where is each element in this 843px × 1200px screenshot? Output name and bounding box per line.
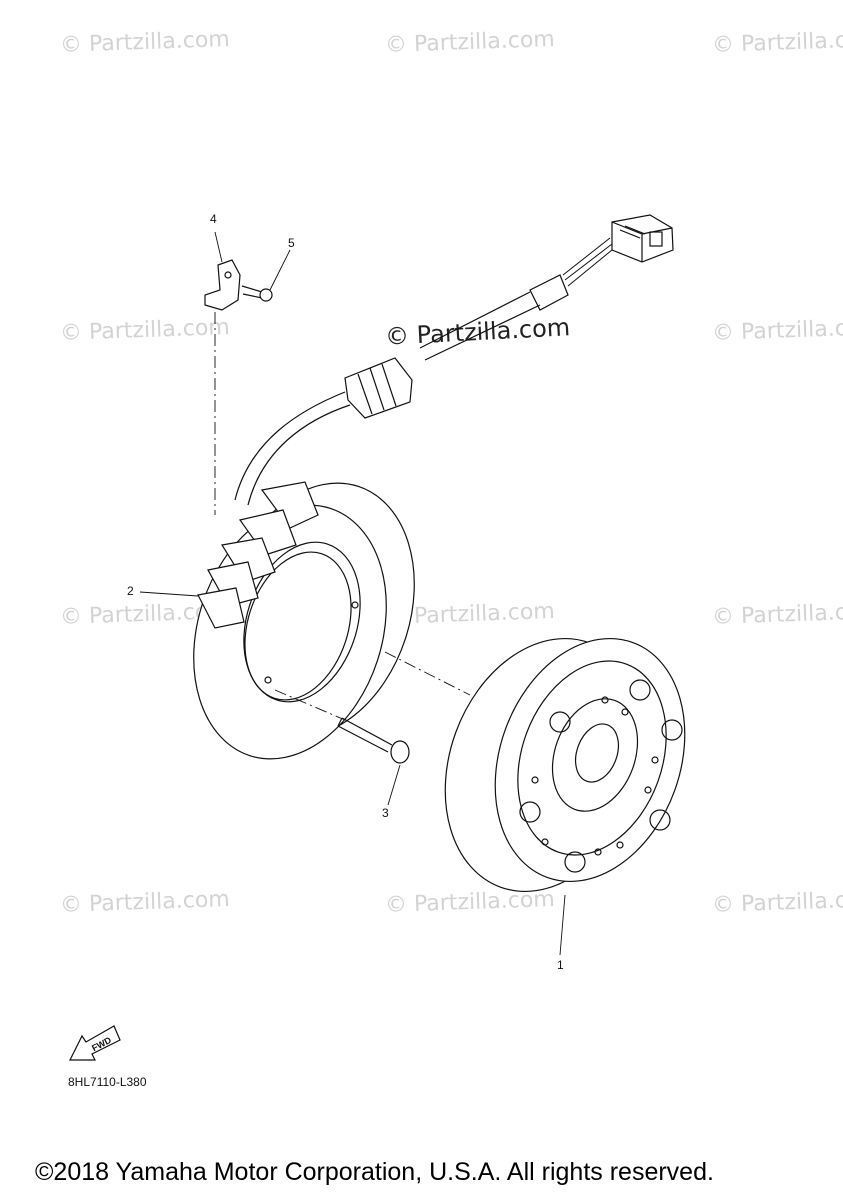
fwd-arrow-icon: FWD bbox=[69, 1025, 121, 1061]
rotor-assembly bbox=[444, 637, 686, 893]
callout-4: 4 bbox=[210, 212, 217, 226]
callout-2: 2 bbox=[127, 584, 134, 598]
bolt-icon bbox=[337, 717, 410, 764]
screw-icon bbox=[241, 285, 273, 302]
copyright-notice: ©2018 Yamaha Motor Corporation, U.S.A. A… bbox=[35, 1158, 714, 1186]
drawing-code: 8HL7110-L380 bbox=[68, 1075, 147, 1089]
callout-3: 3 bbox=[382, 806, 389, 820]
clamp-icon bbox=[204, 259, 241, 311]
stator-assembly bbox=[193, 481, 415, 760]
callout-5: 5 bbox=[288, 236, 295, 250]
connector-icon bbox=[611, 214, 674, 263]
grommet-icon bbox=[344, 357, 413, 419]
callout-1: 1 bbox=[557, 958, 564, 972]
